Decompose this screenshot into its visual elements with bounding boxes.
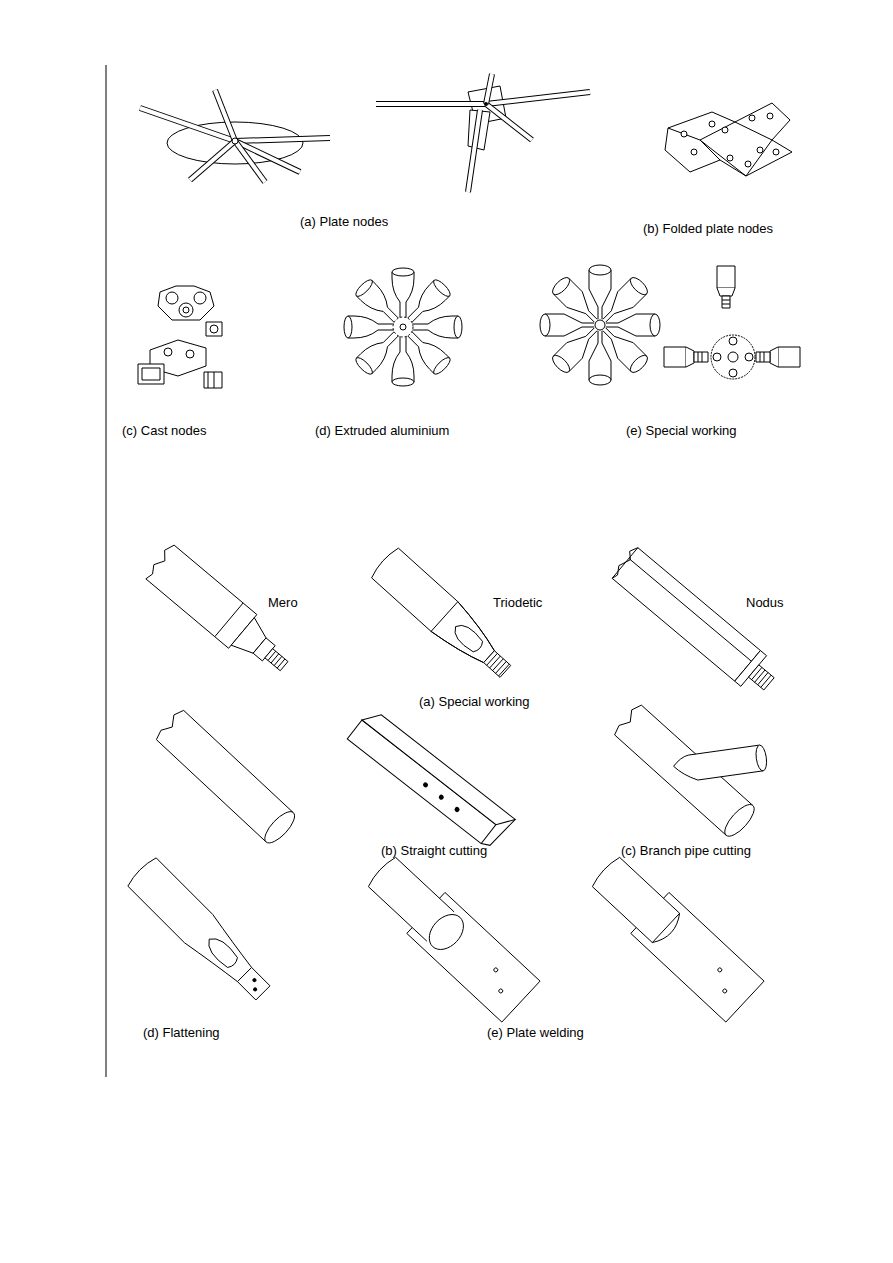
- nodus-member: [609, 545, 782, 699]
- system-name: Nodus: [746, 595, 784, 611]
- system-name: Triodetic: [493, 595, 542, 611]
- system-name: Mero: [268, 595, 298, 611]
- ball-node: [664, 266, 800, 379]
- mero-member: [143, 543, 298, 683]
- caption-label: (e) Special working: [626, 423, 737, 439]
- caption-label: (d) Extruded aluminium: [315, 423, 449, 439]
- triodetic-member: [369, 546, 518, 686]
- caption-label: (b) Straight cutting: [381, 843, 487, 859]
- plate-welded-member: [585, 849, 764, 1022]
- caption-label: (c) Cast nodes: [122, 423, 207, 439]
- caption-label: (e) Plate welding: [487, 1025, 584, 1041]
- plate-welded-member: [361, 849, 540, 1022]
- flattened-member: [126, 856, 277, 1007]
- special-working-node: [540, 265, 660, 385]
- pipe-member: [153, 708, 299, 848]
- caption-label: (a) Special working: [419, 694, 530, 710]
- caption-label: (c) Branch pipe cutting: [621, 843, 751, 859]
- caption-label: (a) Plate nodes: [300, 214, 388, 230]
- caption-label: (d) Flattening: [143, 1025, 220, 1041]
- branch-pipe-member: [612, 702, 768, 840]
- plate-node: [140, 90, 330, 182]
- folded-plate-node: [665, 103, 792, 176]
- cast-node: [138, 286, 222, 388]
- plate-node: [376, 74, 590, 192]
- caption-label: (b) Folded plate nodes: [643, 221, 773, 237]
- angle-member: [347, 707, 515, 851]
- extruded-aluminium-node: [344, 268, 462, 386]
